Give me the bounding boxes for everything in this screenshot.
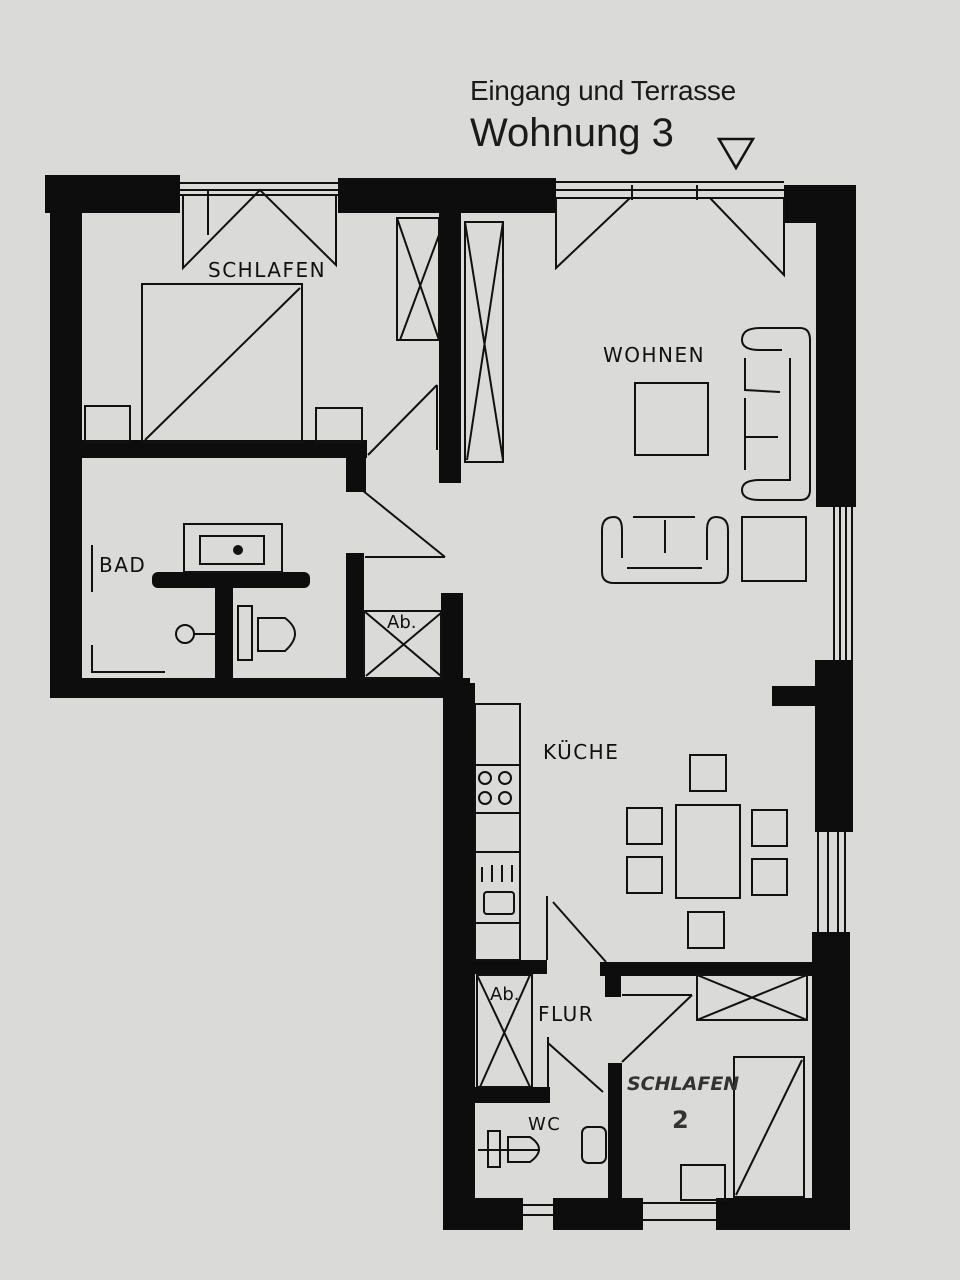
walls: [45, 175, 856, 1230]
plan-subtitle: Eingang und Terrasse: [470, 75, 736, 106]
room-label-abstell-1: Ab.: [387, 612, 417, 633]
room-label-flur: FLUR: [538, 1002, 595, 1026]
plan-title: Wohnung 3: [470, 111, 674, 155]
room-label-bad: BAD: [99, 553, 147, 577]
triangle-down-icon: [716, 137, 756, 171]
plan-lines: [84, 181, 853, 1221]
room-label-wohnen: WOHNEN: [603, 343, 706, 367]
room-label-wc: WC: [528, 1114, 562, 1135]
room-label-abstell-2: Ab.: [490, 984, 520, 1005]
room-label-schlafen: SCHLAFEN: [208, 258, 327, 282]
room-label-kueche: KÜCHE: [543, 740, 620, 764]
room-label-schlafen-2: SCHLAFEN: [627, 1073, 740, 1095]
room-label-schlafen-2-number: 2: [672, 1106, 691, 1134]
plan-header: Eingang und Terrasse Wohnung 3: [470, 72, 736, 156]
